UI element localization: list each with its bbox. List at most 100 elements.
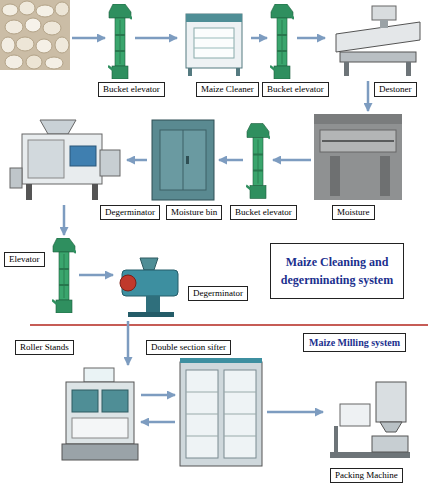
machine-node: Degerminator bbox=[8, 118, 124, 202]
figure-part bbox=[372, 436, 408, 452]
machine-node: Packing Machine bbox=[326, 380, 412, 464]
roller-stand-figure bbox=[62, 368, 138, 460]
figure-part bbox=[120, 275, 136, 291]
system-title: Maize Cleaning and degerminating system bbox=[277, 253, 397, 289]
machine-node: Bucket elevator bbox=[246, 122, 270, 200]
figure-part bbox=[336, 22, 420, 52]
figure-part bbox=[72, 390, 98, 412]
degerminator-figure bbox=[10, 120, 120, 200]
figure-part bbox=[224, 370, 256, 458]
figure-part bbox=[84, 368, 114, 382]
figure-part bbox=[26, 184, 32, 200]
bucket-elevator-figure bbox=[52, 238, 76, 313]
label-text: Moisture bin bbox=[171, 207, 217, 218]
figure-part bbox=[146, 296, 160, 312]
machine-node: Elevator bbox=[52, 238, 76, 313]
flow-arrow bbox=[135, 37, 177, 40]
figure-part bbox=[55, 37, 69, 53]
flow-arrow bbox=[219, 159, 243, 162]
figure-part bbox=[314, 114, 402, 124]
flow-arrow bbox=[127, 321, 130, 365]
figure-part bbox=[22, 134, 102, 184]
label-text: Moisture bbox=[337, 207, 370, 218]
label-text: Maize Cleaner bbox=[201, 84, 254, 95]
flow-arrow bbox=[367, 81, 370, 111]
small-degerminator-figure bbox=[120, 258, 178, 317]
figure-part bbox=[186, 14, 242, 68]
system-box: Maize Milling system bbox=[303, 333, 406, 352]
figure-part bbox=[26, 55, 42, 69]
machine-node: Destoner bbox=[328, 4, 425, 78]
label-text: Degerminator bbox=[193, 288, 243, 299]
flow-arrow bbox=[267, 411, 323, 414]
figure-part bbox=[55, 2, 69, 16]
figure-part bbox=[194, 48, 234, 49]
bucket-elevator-figure bbox=[246, 124, 270, 199]
bucket-elevator-figure bbox=[108, 4, 132, 79]
figure-part bbox=[28, 140, 64, 178]
bucket-elevator-figure bbox=[270, 4, 294, 79]
flow-arrow bbox=[273, 159, 311, 162]
figure-part bbox=[10, 168, 22, 188]
figure-part bbox=[380, 156, 390, 196]
figure-part bbox=[186, 392, 218, 393]
figure-part bbox=[340, 404, 370, 426]
figure-part bbox=[180, 362, 262, 466]
figure-part bbox=[100, 150, 120, 176]
figure-part bbox=[224, 436, 256, 437]
section-divider bbox=[30, 324, 428, 326]
machine-label: Destoner bbox=[374, 82, 417, 97]
figure-part bbox=[188, 68, 192, 76]
flow-arrow bbox=[63, 205, 66, 235]
figure-part bbox=[186, 156, 189, 164]
label-text: Bucket elevator bbox=[103, 84, 160, 95]
figure-part bbox=[194, 38, 234, 39]
figure-part bbox=[1, 37, 15, 53]
packing-machine-figure bbox=[330, 382, 410, 458]
sifter-figure bbox=[180, 358, 262, 466]
figure-part bbox=[186, 370, 218, 458]
moisture-bin-figure bbox=[152, 120, 214, 200]
label-text: Double section sifter bbox=[151, 342, 226, 353]
figure-part bbox=[128, 312, 174, 317]
flow-arrow bbox=[141, 394, 175, 397]
flow-arrow bbox=[79, 274, 113, 277]
figure-part bbox=[224, 414, 256, 415]
flow-arrow bbox=[72, 37, 105, 40]
figure-part bbox=[372, 6, 396, 20]
destoner-figure bbox=[336, 6, 420, 76]
system-box: Maize Cleaning and degerminating system bbox=[270, 243, 404, 299]
label-text: Bucket elevator bbox=[267, 84, 324, 95]
machine-node: Bucket elevator bbox=[270, 4, 294, 79]
label-text: Elevator bbox=[9, 254, 40, 265]
machine-node: Moisture bin bbox=[150, 120, 216, 200]
flow-arrow bbox=[127, 159, 147, 162]
label-text: Degerminator bbox=[105, 207, 155, 218]
figure-part bbox=[5, 20, 23, 34]
figure-part bbox=[186, 14, 242, 22]
machine-label: Roller Stands bbox=[15, 340, 74, 355]
machine-label: Bucket elevator bbox=[98, 82, 165, 97]
figure-part bbox=[36, 39, 52, 53]
figure-part bbox=[380, 422, 402, 432]
maize-cleaner-figure bbox=[186, 14, 242, 76]
figure-part bbox=[140, 258, 158, 270]
figure-part bbox=[40, 120, 76, 134]
figure-part bbox=[36, 5, 54, 17]
machine-label: Moisture bin bbox=[166, 205, 222, 220]
figure-part bbox=[2, 4, 18, 16]
machine-label: Bucket elevator bbox=[262, 82, 329, 97]
figure-part bbox=[334, 426, 338, 452]
figure-part bbox=[16, 37, 34, 51]
label-text: Roller Stands bbox=[20, 342, 69, 353]
machine-label: Elevator bbox=[4, 252, 45, 267]
figure-part bbox=[72, 418, 128, 438]
figure-part bbox=[330, 452, 410, 458]
figure-part bbox=[183, 130, 184, 190]
figure-part bbox=[380, 20, 388, 28]
machine-label: Degerminator bbox=[100, 205, 160, 220]
machine-node: Maize Cleaner bbox=[180, 10, 248, 78]
machine-node: Roller Stands bbox=[62, 368, 138, 462]
